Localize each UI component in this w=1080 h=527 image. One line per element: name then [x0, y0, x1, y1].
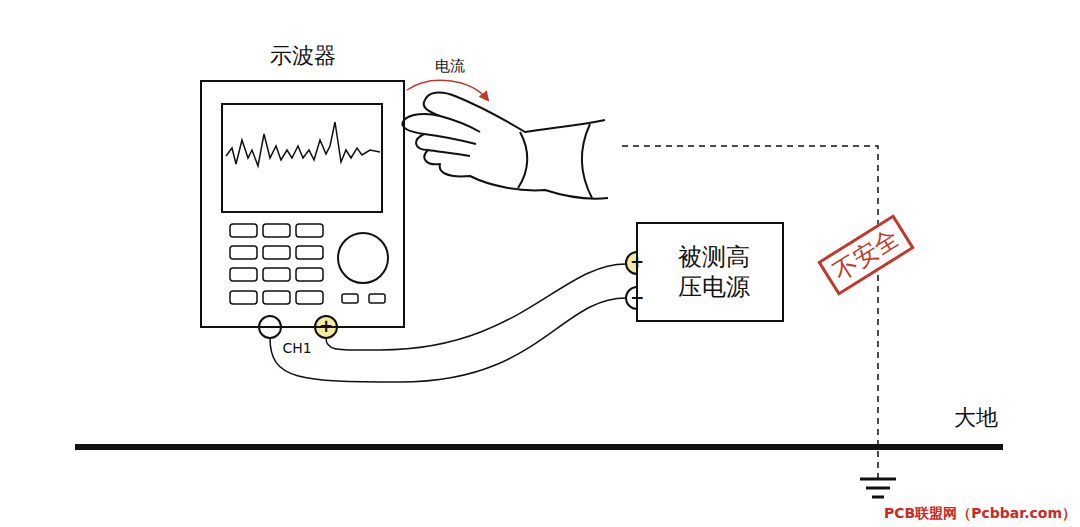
terminal-sign: −: [630, 289, 644, 306]
scope-key: [342, 294, 358, 303]
terminal-sign: +: [319, 318, 333, 335]
probe-wire: [270, 298, 626, 382]
waveform: [226, 122, 380, 166]
scope-button: [230, 268, 257, 281]
scope-button: [296, 224, 323, 237]
scope-button: [263, 224, 290, 237]
scope-button: [263, 268, 290, 281]
scope-key: [369, 294, 385, 303]
scope-button: [230, 291, 257, 304]
warning-stamp: 不安全: [817, 214, 915, 296]
terminal-sign: +: [630, 254, 644, 271]
probe-wire: [326, 264, 626, 350]
scope-knob: [338, 233, 388, 283]
ground-symbol: [860, 479, 896, 497]
earth-label: 大地: [954, 407, 998, 429]
terminal-sign: −: [263, 318, 277, 335]
source-label: 被测高压电源: [678, 242, 755, 302]
power-source-box: 被测高压电源: [636, 222, 784, 322]
scope-button: [230, 224, 257, 237]
scope-button: [296, 246, 323, 259]
scope-button: [230, 246, 257, 259]
leakage-path: [622, 146, 878, 478]
scope-button: [263, 291, 290, 304]
scope-button: [263, 246, 290, 259]
current-label: 电流: [435, 59, 465, 74]
scope-title: 示波器: [202, 42, 403, 70]
channel-label: CH1: [282, 341, 311, 355]
hand: [402, 93, 608, 199]
stamp-text: 不安全: [828, 223, 905, 287]
scope-screen: [222, 104, 382, 212]
scope-button: [296, 268, 323, 281]
earth-line: [75, 444, 1003, 450]
scope-buttons: [230, 224, 323, 304]
watermark: PCB联盟网（Pcbbar.com）: [884, 506, 1076, 520]
oscilloscope: 示波器: [200, 80, 405, 328]
scope-button: [296, 291, 323, 304]
